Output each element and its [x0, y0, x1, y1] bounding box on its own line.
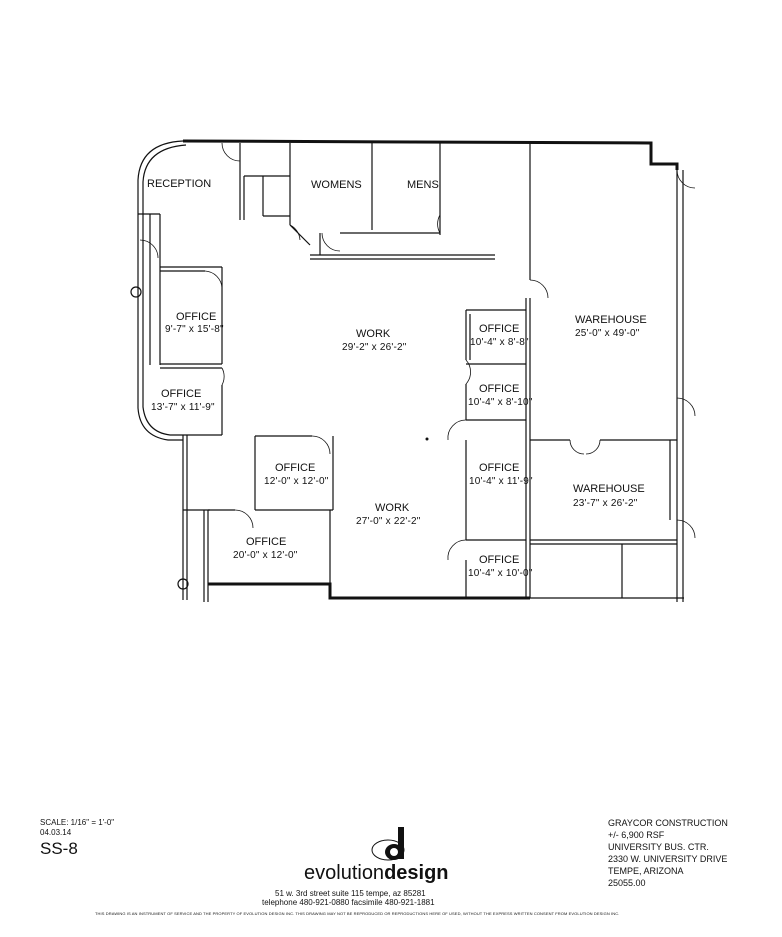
- dot-marker: [425, 437, 429, 441]
- room-office-8-name: OFFICE: [479, 554, 519, 566]
- room-office-2-dims: 13'-7" x 11'-9": [151, 402, 215, 413]
- room-office-4-dims: 10'-4" x 8'-10": [468, 397, 533, 408]
- project-client: GRAYCOR CONSTRUCTION: [608, 818, 728, 828]
- project-street: 2330 W. UNIVERSITY DRIVE: [608, 854, 728, 864]
- room-work-1-dims: 29'-2" x 26'-2": [342, 342, 407, 353]
- drawing-date: 04.03.14: [40, 828, 72, 837]
- brand-name-bold: design: [384, 862, 449, 884]
- room-office-3-name: OFFICE: [479, 323, 519, 335]
- exterior-wall-bottom: [208, 582, 530, 600]
- room-office-7-dims: 20'-0" x 12'-0": [233, 550, 298, 561]
- evolution-design-logo-icon: [371, 827, 405, 861]
- brand-name: evolutiondesign: [304, 862, 449, 885]
- project-building: UNIVERSITY BUS. CTR.: [608, 842, 709, 852]
- exterior-wall-top: [182, 139, 679, 170]
- room-office-5-name: OFFICE: [275, 462, 315, 474]
- room-work-2-dims: 27'-0" x 22'-2": [356, 516, 421, 527]
- room-office-1-dims: 9'-7" x 15'-8": [165, 324, 224, 335]
- project-city: TEMPE, ARIZONA: [608, 866, 684, 876]
- firm-address: 51 w. 3rd street suite 115 tempe, az 852…: [275, 889, 426, 898]
- reception-curve: [137, 140, 184, 214]
- room-office-1-name: OFFICE: [176, 311, 216, 323]
- room-office-4-name: OFFICE: [479, 383, 519, 395]
- project-info: GRAYCOR CONSTRUCTION +/- 6,900 RSF UNIVE…: [608, 817, 728, 889]
- room-womens-name: WOMENS: [311, 179, 362, 191]
- room-work-2-name: WORK: [375, 502, 410, 514]
- room-office-6-name: OFFICE: [479, 462, 519, 474]
- firm-phone: telephone 480-921-0880 facsimile 480-921…: [262, 898, 435, 907]
- copyright-disclaimer: THIS DRAWING IS AN INSTRUMENT OF SERVICE…: [95, 911, 620, 916]
- sheet-number: SS-8: [40, 839, 78, 858]
- room-mens-name: MENS: [407, 179, 439, 191]
- room-reception-name: RECEPTION: [147, 178, 211, 190]
- room-warehouse-1-name: WAREHOUSE: [575, 314, 647, 326]
- room-work-1-name: WORK: [356, 328, 391, 340]
- room-labels: RECEPTION WOMENS MENS OFFICE 9'-7" x 15'…: [147, 178, 647, 579]
- room-office-8-dims: 10'-4" x 10'-0": [468, 568, 533, 579]
- room-office-3-dims: 10'-4" x 8'-8": [470, 337, 529, 348]
- scale-label: SCALE: 1/16" = 1'-0": [40, 818, 115, 827]
- room-office-7-name: OFFICE: [246, 536, 286, 548]
- room-warehouse-1-dims: 25'-0" x 49'-0": [575, 328, 640, 339]
- walls: [130, 139, 684, 602]
- project-area: +/- 6,900 RSF: [608, 830, 665, 840]
- room-office-6-dims: 10'-4" x 11'-9": [469, 476, 533, 487]
- room-office-5-dims: 12'-0" x 12'-0": [264, 476, 329, 487]
- room-warehouse-2-dims: 23'-7" x 26'-2": [573, 498, 638, 509]
- door-swings: [139, 142, 696, 561]
- room-warehouse-2-name: WAREHOUSE: [573, 483, 645, 495]
- project-number: 25055.00: [608, 878, 646, 888]
- brand-name-light: evolution: [304, 862, 385, 884]
- room-office-2-name: OFFICE: [161, 388, 201, 400]
